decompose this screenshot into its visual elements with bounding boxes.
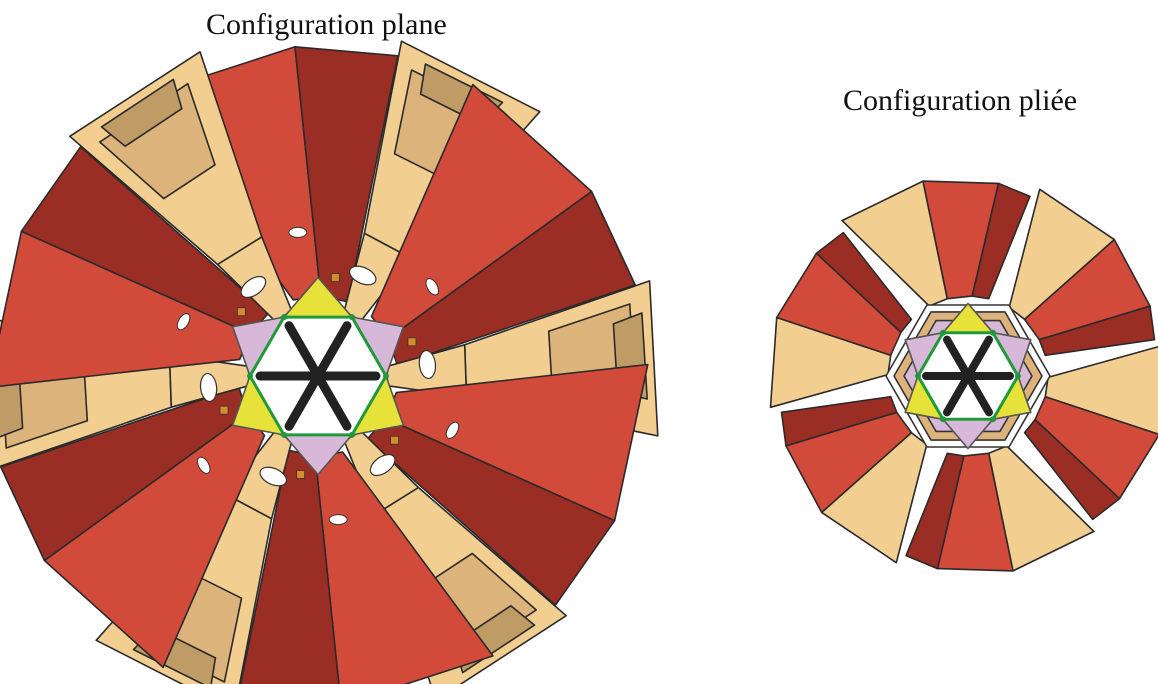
flat-arm-5 (0, 50, 293, 387)
flat-actuator-module-4 (199, 372, 218, 403)
folded-hub-center (960, 368, 976, 384)
flat-hub-edge-3 (248, 316, 286, 377)
flat-actuator-small-0 (288, 226, 308, 238)
flat-red-panel-b-1 (387, 190, 637, 366)
title-folded-configuration: Configuration pliée (843, 84, 1078, 117)
folded-red-edge-0 (971, 182, 1031, 300)
flat-motor-1 (407, 337, 417, 347)
flat-motor-0 (330, 273, 340, 282)
folded-red-edge-3 (905, 452, 965, 570)
flat-motor-2 (390, 435, 400, 445)
folded-hub-joint-2 (940, 416, 946, 423)
flat-tan-flap-shadow-5 (100, 78, 183, 147)
title-flat-configuration: Configuration plane (206, 8, 447, 41)
folded-segment-5 (769, 231, 913, 409)
flat-actuator-small-5 (176, 312, 191, 331)
flat-red-panel-b-4 (0, 386, 249, 562)
folded-red-edge-4 (780, 395, 898, 447)
flat-actuator-small-2 (445, 421, 460, 440)
flat-actuator-module-3 (259, 466, 288, 487)
flat-tan-flap-inner-5 (99, 82, 216, 200)
flat-hub-edge-0 (350, 375, 388, 436)
flat-actuator-small-1 (425, 278, 440, 296)
flat-hub-joint-1 (349, 431, 355, 438)
flat-actuator-small-4 (196, 456, 211, 474)
flat-actuator-module-5 (240, 275, 267, 299)
flat-hub-edge-5 (350, 316, 388, 377)
folded-hub-joint-4 (940, 329, 946, 336)
folded-hub-edge-2 (916, 375, 945, 421)
folded-tan-panel-2 (1044, 345, 1158, 435)
flat-red-panel-b-5 (20, 146, 270, 335)
flat-red-panel-b-2 (366, 417, 616, 607)
flat-actuator-module-2 (369, 453, 396, 477)
flat-hub-joint-3 (247, 373, 253, 379)
flat-actuator-module-1 (418, 349, 437, 380)
flat-hub-edge-2 (248, 375, 286, 436)
folded-hub-edge-3 (916, 331, 945, 377)
folded-segment-4 (780, 395, 928, 564)
folded-configuration-figure (769, 180, 1158, 572)
flat-actuator-module-0 (348, 265, 377, 286)
flat-red-panel-b-0 (294, 45, 399, 303)
flat-hub-joint-5 (349, 314, 355, 321)
folded-hub-joint-1 (990, 416, 996, 423)
folded-red-edge-2 (1023, 418, 1121, 521)
folded-segment-0 (841, 180, 1031, 307)
flat-actuator-small-3 (328, 514, 348, 526)
folded-hub-edge-5 (991, 331, 1020, 377)
folded-red-edge-5 (815, 231, 913, 334)
folded-segment-3 (905, 445, 1095, 572)
folded-segment-2 (1023, 345, 1158, 521)
folded-hub-joint-3 (915, 373, 921, 379)
flat-configuration-figure (0, 40, 659, 684)
flat-motor-5 (236, 307, 246, 317)
folded-red-edge-1 (1038, 305, 1156, 357)
folded-hub-joint-5 (990, 329, 996, 336)
flat-red-panel-b-3 (239, 449, 340, 684)
folded-hub-edge-0 (991, 375, 1020, 421)
flat-motor-4 (219, 405, 229, 415)
flat-hub-joint-4 (281, 314, 287, 321)
flat-hub-center (309, 367, 327, 385)
flat-motor-3 (296, 470, 306, 479)
flat-hub-joint-2 (281, 431, 287, 438)
folded-segment-1 (1008, 188, 1156, 357)
